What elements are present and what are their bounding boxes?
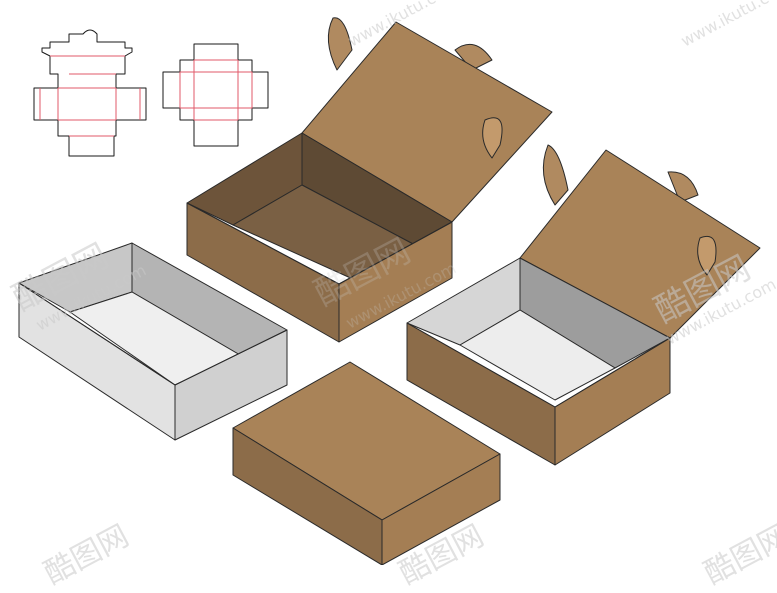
closed-kraft-box — [232, 361, 501, 566]
packaging-illustration: 酷图网 www.ikutu.com 酷图网 www.ikutu.com 酷图网 … — [6, 0, 777, 592]
dieline-tuck-top-box — [33, 29, 147, 157]
open-kraft-mailer-box — [186, 17, 553, 343]
open-kraft-box-white-interior — [406, 144, 761, 466]
illustration-canvas — [18, 17, 761, 566]
dieline-tray-box — [162, 43, 269, 147]
open-white-tray — [18, 242, 288, 441]
